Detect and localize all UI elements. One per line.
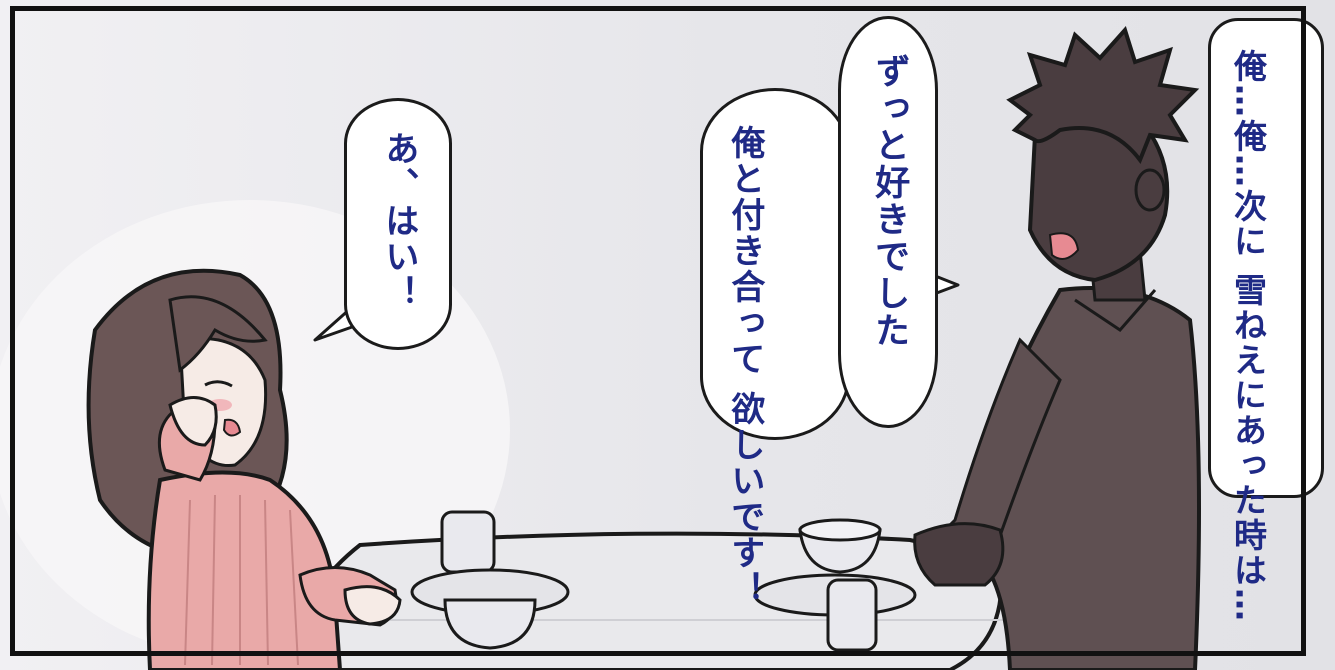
woman-character bbox=[86, 268, 402, 670]
speech-line: ずっと好きでした bbox=[869, 53, 910, 349]
speech-bubble-man-center: ずっと好きでした bbox=[838, 16, 938, 428]
speech-bubble-woman: あ、はい！ bbox=[344, 98, 452, 350]
speech-text-man-center: ずっと好きでした bbox=[865, 53, 912, 349]
speech-line: 俺と付き合って bbox=[724, 125, 765, 377]
speech-line: 俺…俺…次に bbox=[1228, 49, 1268, 259]
speech-line: あ、はい！ bbox=[378, 131, 419, 311]
speech-line: 欲しいです！ bbox=[724, 390, 765, 607]
speech-text-woman: あ、はい！ bbox=[375, 131, 421, 311]
cups-and-plates-right bbox=[753, 518, 917, 652]
man-character bbox=[913, 26, 1201, 670]
speech-text-man-left: 俺と付き合って 欲しいです！ bbox=[721, 125, 767, 607]
speech-text-man-right: 俺…俺…次に 雪ねえにあった時は… bbox=[1225, 49, 1270, 623]
cups-and-plates-left bbox=[410, 510, 570, 650]
speech-bubble-man-right: 俺…俺…次に 雪ねえにあった時は… bbox=[1208, 18, 1324, 623]
speech-bubble-man-left: 俺と付き合って 欲しいです！ bbox=[700, 88, 850, 607]
speech-line: 雪ねえにあった時は… bbox=[1228, 272, 1268, 623]
